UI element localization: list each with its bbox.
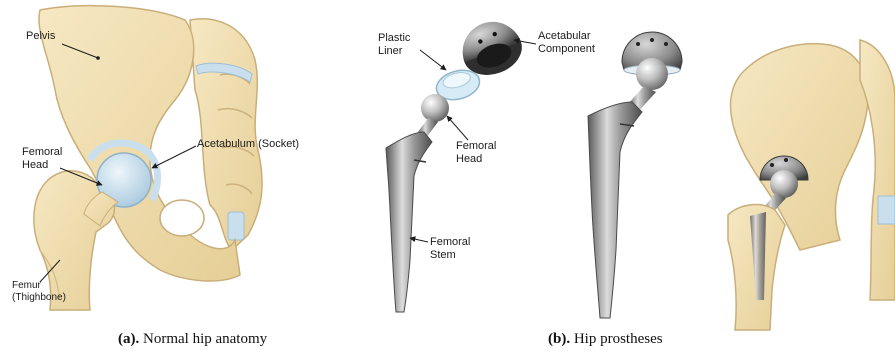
label-acetabulum: Acetabulum (Socket) (197, 138, 299, 151)
femoral-stem-shape (386, 132, 432, 312)
caption-panel-b: (b). Hip prostheses (548, 331, 663, 348)
caption-b-text: Hip prostheses (570, 331, 663, 347)
implanted-hip (728, 40, 895, 330)
label-femur: Femur (Thighbone) (12, 280, 66, 304)
label-acetabular-component: Acetabular Component (538, 30, 595, 56)
caption-panel-a: (a). Normal hip anatomy (118, 331, 267, 348)
symphysis-shape (228, 212, 244, 240)
label-plastic-liner: Plastic Liner (378, 32, 410, 58)
caption-b-tag: (b). (548, 331, 570, 347)
label-femoral-stem: Femoral Stem (430, 236, 470, 262)
obturator-foramen (160, 200, 204, 236)
assembled-prosthesis (588, 32, 682, 318)
panel-a-anatomy: Pelvis Acetabulum (Socket) Femoral Head … (12, 6, 347, 310)
label-pelvis: Pelvis (26, 30, 55, 43)
label-femoral-head-prosthesis: Femoral Head (456, 140, 496, 166)
femoral-head-ball (421, 94, 449, 122)
label-femoral-head: Femoral Head (22, 146, 62, 172)
caption-a-tag: (a). (118, 331, 139, 347)
caption-a-text: Normal hip anatomy (139, 331, 267, 347)
